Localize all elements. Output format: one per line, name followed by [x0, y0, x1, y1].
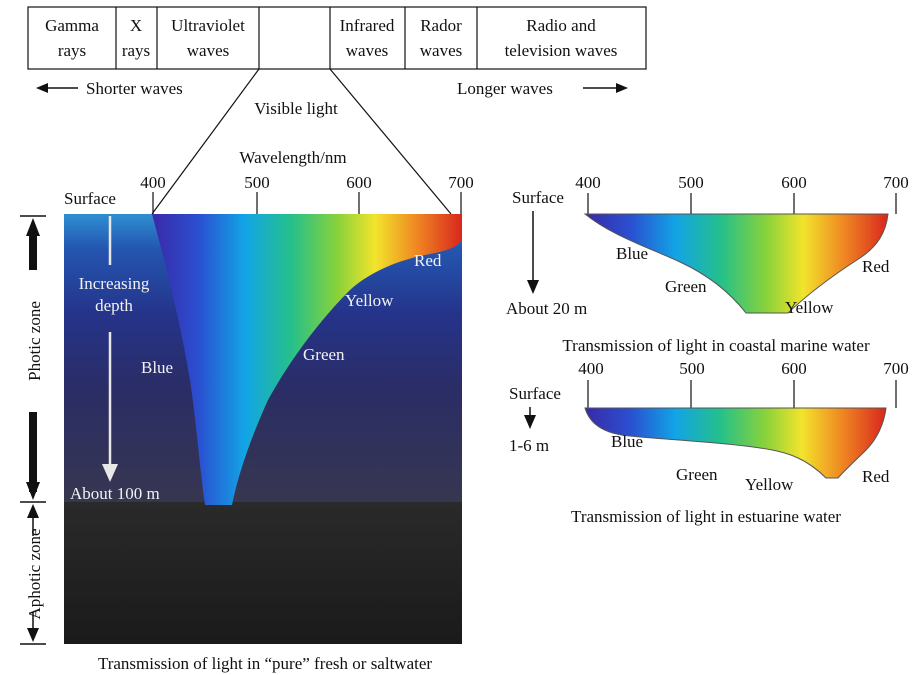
shorter-waves-label: Shorter waves: [86, 79, 183, 98]
coastal-ticks: 400 500 600 700: [575, 173, 909, 214]
estuarine-light-transmission-wedge: [584, 407, 887, 479]
shorter-waves-arrow: Shorter waves: [36, 79, 183, 98]
longer-waves-label: Longer waves: [457, 79, 553, 98]
coastal-light-transmission-wedge: [583, 213, 889, 314]
estuarine-blue-label: Blue: [611, 432, 643, 451]
main-water-panel: [64, 214, 462, 644]
spectrum-infrared-line1: Infrared: [340, 16, 395, 35]
arrow-down-icon: [524, 415, 536, 429]
main-tick-500: 500: [244, 173, 270, 192]
spectrum-rador-line1: Rador: [420, 16, 462, 35]
visible-light-right-connector: [329, 68, 452, 215]
estuarine-about-label: 1-6 m: [509, 436, 549, 455]
main-wavelength-axis-title: Wavelength/nm: [239, 148, 346, 167]
arrow-down-icon: [26, 482, 40, 500]
spectrum-infrared-line2: waves: [346, 41, 388, 60]
spectrum-gamma-line2: rays: [58, 41, 86, 60]
coastal-red-label: Red: [862, 257, 890, 276]
estuarine-green-label: Green: [676, 465, 718, 484]
estuarine-ticks: 400 500 600 700: [578, 359, 909, 408]
coastal-tick-400: 400: [575, 173, 601, 192]
spectrum-rador-line2: waves: [420, 41, 462, 60]
spectrum-gamma-line1: Gamma: [45, 16, 99, 35]
arrow-up-icon: [27, 504, 39, 518]
main-blue-label: Blue: [141, 358, 173, 377]
main-surface-label: Surface: [64, 189, 116, 208]
arrow-down-icon: [102, 464, 118, 482]
increasing-depth-line2: depth: [95, 296, 133, 315]
main-caption: Transmission of light in “pure” fresh or…: [98, 654, 432, 673]
main-tick-700: 700: [448, 173, 474, 192]
main-light-transmission-wedge: [152, 214, 462, 505]
increasing-depth-arrow: [102, 216, 118, 482]
coastal-about-label: About 20 m: [506, 299, 587, 318]
spectrum-xray-line2: rays: [122, 41, 150, 60]
coastal-green-label: Green: [665, 277, 707, 296]
coastal-blue-label: Blue: [616, 244, 648, 263]
arrow-right-icon: [616, 83, 628, 93]
coastal-yellow-label: Yellow: [785, 298, 834, 317]
aphotic-zone-label: Aphotic zone: [25, 528, 44, 619]
coastal-surface-label: Surface: [512, 188, 564, 207]
estuarine-yellow-label: Yellow: [745, 475, 794, 494]
aphotic-dark-region: [64, 502, 462, 644]
coastal-tick-500: 500: [678, 173, 704, 192]
arrow-down-icon: [27, 628, 39, 642]
arrow-down-icon: [527, 280, 539, 294]
main-tick-600: 600: [346, 173, 372, 192]
estuarine-depth-arrow: [524, 407, 536, 429]
estuarine-tick-400: 400: [578, 359, 604, 378]
estuarine-red-label: Red: [862, 467, 890, 486]
main-yellow-label: Yellow: [345, 291, 394, 310]
estuarine-tick-700: 700: [883, 359, 909, 378]
main-wavelength-ticks: 400 500 600 700: [140, 173, 474, 214]
spectrum-radio-line2: television waves: [505, 41, 618, 60]
main-red-label: Red: [414, 251, 442, 270]
visible-light-label: Visible light: [254, 99, 338, 118]
longer-waves-arrow: Longer waves: [457, 79, 628, 98]
coastal-caption: Transmission of light in coastal marine …: [562, 336, 870, 355]
coastal-tick-700: 700: [883, 173, 909, 192]
increasing-depth-line1: Increasing: [79, 274, 150, 293]
main-green-label: Green: [303, 345, 345, 364]
spectrum-uv-line2: waves: [187, 41, 229, 60]
coastal-tick-600: 600: [781, 173, 807, 192]
spectrum-radio-line1: Radio and: [526, 16, 596, 35]
spectrum-uv-line1: Ultraviolet: [171, 16, 245, 35]
main-tick-400: 400: [140, 173, 166, 192]
estuarine-tick-500: 500: [679, 359, 705, 378]
estuarine-tick-600: 600: [781, 359, 807, 378]
zone-indicator: [20, 215, 46, 645]
arrow-up-icon: [26, 218, 40, 236]
visible-light-left-connector: [151, 68, 260, 215]
photic-zone-label: Photic zone: [25, 301, 44, 381]
spectrum-table: Gamma rays X rays Ultraviolet waves Infr…: [27, 6, 647, 70]
arrow-left-icon: [36, 83, 48, 93]
spectrum-xray-line1: X: [130, 16, 142, 35]
main-about-depth-label: About 100 m: [70, 484, 160, 503]
estuarine-surface-label: Surface: [509, 384, 561, 403]
coastal-depth-arrow: [527, 211, 539, 294]
estuarine-caption: Transmission of light in estuarine water: [571, 507, 841, 526]
